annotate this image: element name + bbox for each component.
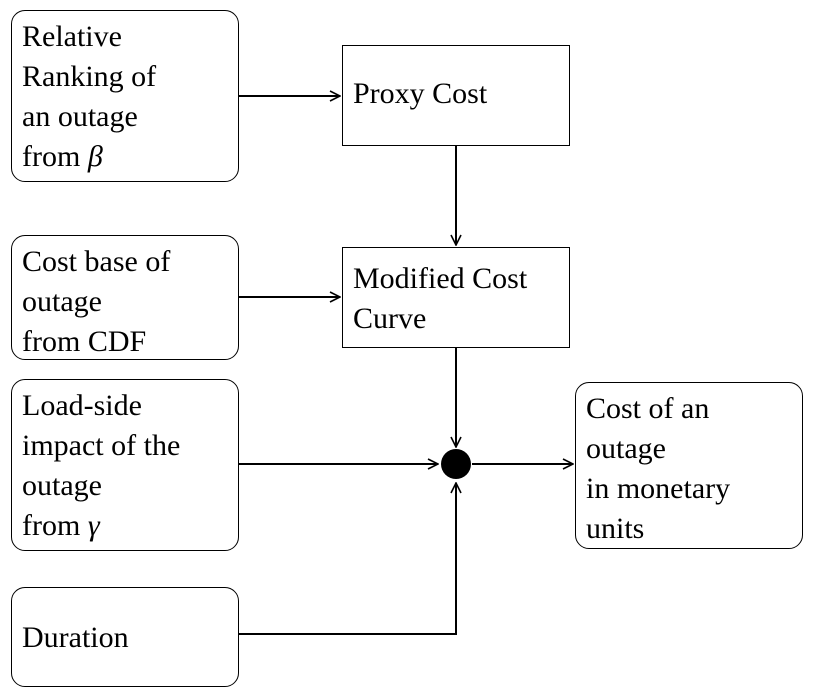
cost-base-line-2: outage (22, 285, 102, 318)
duration-box: Duration (11, 587, 239, 687)
cost-base-box: Cost base of outage from CDF (11, 235, 239, 360)
output-line-3: in monetary (586, 472, 731, 505)
arrow-duration-to-node (239, 483, 456, 635)
proxy-cost-box: Proxy Cost (342, 45, 570, 146)
proxy-cost-label: Proxy Cost (353, 77, 488, 110)
relative-ranking-from-text: from (22, 140, 88, 173)
cost-base-line-3: from CDF (22, 325, 147, 358)
beta-symbol: β (87, 140, 103, 173)
relative-ranking-line-2: Ranking of (22, 60, 157, 93)
output-line-2: outage (586, 432, 666, 465)
cost-base-line-1: Cost base of (22, 245, 171, 278)
relative-ranking-line-1: Relative (22, 20, 122, 53)
load-side-line-3: outage (22, 469, 102, 502)
output-line-4: units (586, 512, 645, 545)
output-line-1: Cost of an (586, 392, 710, 425)
load-side-line-1: Load-side (22, 389, 142, 422)
gamma-symbol: γ (87, 509, 100, 542)
relative-ranking-box: Relative Ranking of an outage from β (11, 10, 239, 182)
load-side-impact-box: Load-side impact of the outage from γ (11, 379, 239, 551)
relative-ranking-line-3: an outage (22, 100, 138, 133)
modified-cost-line-2: Curve (353, 302, 427, 335)
load-side-from-text: from (22, 509, 88, 542)
combine-node (441, 449, 471, 479)
load-side-line-2: impact of the (22, 429, 181, 462)
modified-cost-curve-box: Modified Cost Curve (342, 247, 570, 348)
relative-ranking-line-4: from β (22, 137, 228, 177)
load-side-line-4: from γ (22, 506, 228, 546)
modified-cost-line-1: Modified Cost (353, 262, 528, 295)
duration-label: Duration (22, 621, 129, 654)
outage-cost-output-box: Cost of an outage in monetary units (575, 382, 803, 549)
